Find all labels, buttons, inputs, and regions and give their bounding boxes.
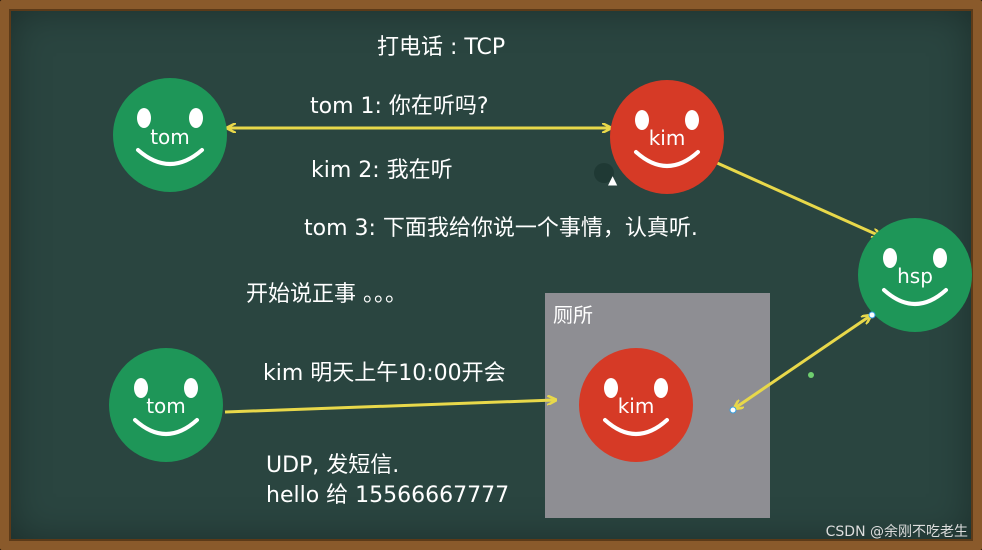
title-text: 打电话 : TCP [377,35,506,60]
watermark: CSDN @余刚不吃老生 [825,524,968,540]
kim-bottom-label: kim [618,394,655,418]
tom-bottom-face: tom [109,348,223,462]
kim-top-face: kim [610,80,724,194]
arrow-hsp-kim-restroom [735,316,870,408]
udp-message: kim 明天上午10:00开会 [263,361,506,386]
udp-arrow-tom-kim [224,400,555,414]
arrow-kim-hsp [706,158,880,236]
kim-top-label: kim [649,126,686,150]
tom-top-face: tom [113,78,227,192]
tcp-line-2: kim 2: 我在听 [311,158,453,183]
tcp-line-4: 开始说正事 。。。 [246,282,407,307]
hsp-label: hsp [897,264,933,288]
anchor-dot-2 [868,311,876,319]
mouse-cursor-icon: ▲ [608,173,618,187]
tom-bottom-label: tom [146,394,186,418]
udp-sms: hello 给 15566667777 [266,483,510,508]
hsp-face: hsp [858,218,972,332]
udp-protocol: UDP, 发短信. [266,453,400,478]
kim-bottom-face: kim [579,348,693,462]
tcp-line-1: tom 1: 你在听吗? [310,94,489,119]
restroom-label: 厕所 [553,303,593,327]
green-dot [808,372,814,378]
tcp-line-3: tom 3: 下面我给你说一个事情，认真听. [304,216,698,241]
anchor-dot-1 [729,406,737,414]
cursor-dot [594,163,614,183]
tom-top-label: tom [150,125,190,149]
